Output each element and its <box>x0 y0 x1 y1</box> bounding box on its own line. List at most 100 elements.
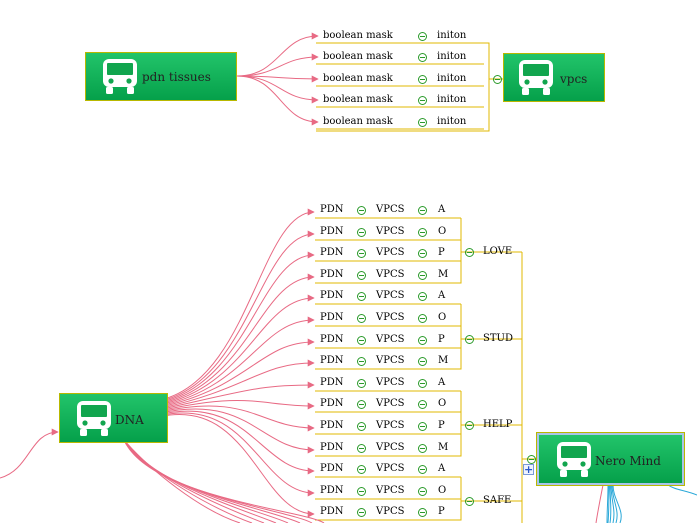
row-cell: O <box>438 485 447 496</box>
collapse-toggle-icon[interactable] <box>418 53 427 62</box>
collapse-toggle-icon[interactable] <box>357 271 366 280</box>
hub-link-out <box>609 484 612 523</box>
arrow <box>159 316 315 407</box>
collapse-toggle-icon[interactable] <box>418 336 427 345</box>
collapse-toggle-icon[interactable] <box>357 487 366 496</box>
arrow <box>159 294 315 406</box>
collapse-toggle-icon[interactable] <box>357 206 366 215</box>
hub-link-out <box>606 484 609 523</box>
collapse-toggle-icon[interactable] <box>357 508 366 517</box>
row-cell: VPCS <box>376 463 405 474</box>
node-label: vpcs <box>560 72 588 86</box>
row-cell: A <box>438 463 446 474</box>
row-cell: PDN <box>320 398 344 409</box>
bracket <box>315 304 462 370</box>
collapse-toggle-icon[interactable] <box>418 444 427 453</box>
collapse-toggle-icon[interactable] <box>357 314 366 323</box>
collapse-toggle-icon[interactable] <box>418 206 427 215</box>
collapse-toggle-icon[interactable] <box>527 455 536 464</box>
row-label: boolean mask <box>323 73 393 84</box>
collapse-toggle-icon[interactable] <box>465 421 474 430</box>
group-label: SAFE <box>483 495 512 506</box>
collapse-toggle-icon[interactable] <box>418 228 427 237</box>
collapse-toggle-icon[interactable] <box>418 118 427 127</box>
collapse-toggle-icon[interactable] <box>357 249 366 258</box>
hub-link-out <box>612 484 622 523</box>
collapse-toggle-icon[interactable] <box>418 271 427 280</box>
row-cell: VPCS <box>376 377 405 388</box>
arrow <box>159 381 315 411</box>
arrow <box>236 75 319 126</box>
arrow <box>123 439 277 523</box>
row-label: boolean mask <box>323 116 393 127</box>
collapse-toggle-icon[interactable] <box>357 465 366 474</box>
collapse-toggle-icon[interactable] <box>357 357 366 366</box>
collapse-toggle-icon[interactable] <box>418 357 427 366</box>
collapse-toggle-icon[interactable] <box>418 96 427 105</box>
row-cell: VPCS <box>376 312 405 323</box>
collapse-toggle-icon[interactable] <box>418 379 427 388</box>
row-cell: PDN <box>320 442 344 453</box>
expand-button[interactable]: + <box>523 463 534 476</box>
row-cell: PDN <box>320 355 344 366</box>
hub-link-out <box>610 484 615 523</box>
row-value: initon <box>437 51 467 62</box>
row-cell: PDN <box>320 463 344 474</box>
collapse-toggle-icon[interactable] <box>418 465 427 474</box>
arrow <box>123 439 289 523</box>
bracket <box>315 218 462 284</box>
collapse-toggle-icon[interactable] <box>418 487 427 496</box>
arrow <box>159 410 315 475</box>
collapse-toggle-icon[interactable] <box>357 444 366 453</box>
row-cell: VPCS <box>376 334 405 345</box>
row-cell: A <box>438 377 446 388</box>
arrow <box>159 251 315 403</box>
row-label: boolean mask <box>323 94 393 105</box>
row-cell: PDN <box>320 485 344 496</box>
collapse-toggle-icon[interactable] <box>418 422 427 431</box>
collapse-toggle-icon[interactable] <box>357 400 366 409</box>
arrow <box>123 439 325 523</box>
collapse-toggle-icon[interactable] <box>418 249 427 258</box>
row-cell: P <box>438 334 445 345</box>
row-cell: PDN <box>320 506 344 517</box>
bracket <box>315 391 462 457</box>
row-cell: M <box>438 269 449 280</box>
collapse-toggle-icon[interactable] <box>357 292 366 301</box>
collapse-toggle-icon[interactable] <box>493 75 502 84</box>
row-cell: VPCS <box>376 506 405 517</box>
collapse-toggle-icon[interactable] <box>465 497 474 506</box>
collapse-toggle-icon[interactable] <box>418 314 427 323</box>
collapse-toggle-icon[interactable] <box>418 400 427 409</box>
collapse-toggle-icon[interactable] <box>418 75 427 84</box>
bus-icon <box>554 441 594 479</box>
node-dna[interactable]: DNA <box>59 393 168 443</box>
row-label: boolean mask <box>323 30 393 41</box>
node-nero-mind[interactable]: Nero Mind <box>536 432 685 486</box>
arrow <box>159 414 315 518</box>
collapse-toggle-icon[interactable] <box>357 379 366 388</box>
collapse-toggle-icon[interactable] <box>418 508 427 517</box>
row-cell: O <box>438 312 447 323</box>
collapse-toggle-icon[interactable] <box>357 228 366 237</box>
arrow <box>236 32 319 77</box>
connector-lines <box>0 32 697 523</box>
node-pdn-tissues[interactable]: pdn tissues <box>85 52 237 101</box>
row-cell: M <box>438 355 449 366</box>
group-label: LOVE <box>483 246 513 257</box>
collapse-toggle-icon[interactable] <box>357 336 366 345</box>
collapse-toggle-icon[interactable] <box>418 292 427 301</box>
arrow <box>0 428 59 479</box>
collapse-toggle-icon[interactable] <box>465 248 474 257</box>
collapse-toggle-icon[interactable] <box>418 32 427 41</box>
arrow <box>159 338 315 408</box>
arrow <box>123 439 301 523</box>
row-cell: VPCS <box>376 398 405 409</box>
row-cell: P <box>438 247 445 258</box>
row-cell: PDN <box>320 269 344 280</box>
node-vpcs[interactable]: vpcs <box>503 53 605 102</box>
bracket <box>315 477 462 521</box>
collapse-toggle-icon[interactable] <box>465 335 474 344</box>
collapse-toggle-icon[interactable] <box>357 422 366 431</box>
hub-link-out <box>611 484 618 523</box>
